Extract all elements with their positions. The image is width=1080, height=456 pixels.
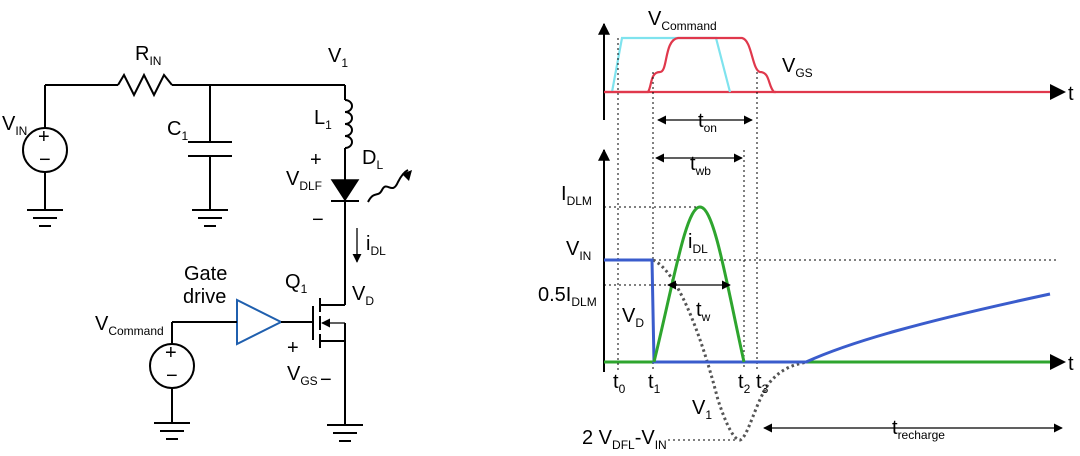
- top-time-label: t: [1068, 83, 1074, 105]
- label-t1: t1: [648, 371, 661, 396]
- vcommand-source-plus: +: [165, 342, 177, 364]
- vdlf-minus: −: [312, 209, 324, 231]
- ground-c1: [192, 209, 228, 227]
- vin-source-plus: +: [38, 126, 50, 148]
- label-idl-circuit: iDL: [366, 233, 386, 258]
- label-ton: ton: [698, 110, 717, 135]
- label-vin-level: VIN: [566, 238, 591, 263]
- label-vd-node: VD: [352, 283, 374, 308]
- resistor-rin: [117, 72, 173, 98]
- mosfet-q1: [312, 298, 346, 425]
- label-vd-trace: VD: [622, 305, 644, 330]
- capacitor-c1: [188, 85, 232, 210]
- label-vgs-circuit: VGS: [287, 363, 318, 388]
- label-drive: drive: [183, 286, 226, 308]
- light-emission-icon: [367, 169, 409, 203]
- vgs-minus: −: [320, 369, 332, 391]
- label-c1: C1: [167, 118, 188, 143]
- vin-source: + −: [22, 85, 68, 210]
- vgs-trace: [604, 36, 776, 94]
- label-tw: tw: [696, 299, 711, 324]
- label-trecharge: trecharge: [892, 417, 945, 442]
- inductor-l1: [344, 99, 353, 149]
- vcommand-trace: [610, 36, 732, 93]
- label-vcommand-trace: VCommand: [648, 8, 717, 33]
- vdlf-plus: +: [310, 149, 322, 171]
- label-t2: t2: [738, 371, 751, 396]
- bottom-time-label: t: [1068, 353, 1074, 375]
- label-dl: DL: [362, 147, 383, 172]
- label-vdlf: VDLF: [286, 168, 322, 193]
- label-v1-trace: V1: [692, 397, 712, 422]
- label-vin: VIN: [2, 113, 27, 138]
- timing-diagram: t VCommand VGS ton t twb: [538, 8, 1074, 452]
- vcommand-source-minus: −: [166, 365, 178, 387]
- label-vgs-trace: VGS: [782, 55, 813, 80]
- label-t3: t3: [756, 371, 769, 396]
- light-emission-arrowhead: [402, 170, 412, 181]
- led-dl: [330, 179, 360, 202]
- vgs-plus: +: [287, 337, 299, 359]
- label-half-idlm: 0.5IDLM: [538, 284, 597, 309]
- ground-mosfet: [327, 424, 363, 442]
- ground-vin: [27, 209, 63, 227]
- label-2vdfl-vin: 2 VDFL-VIN: [582, 427, 667, 452]
- label-q1: Q1: [285, 271, 308, 296]
- vcommand-source: + −: [149, 322, 195, 423]
- label-t0: t0: [613, 371, 626, 396]
- label-v1-node: V1: [328, 45, 348, 70]
- vin-source-minus: −: [39, 149, 51, 171]
- vd-voltage-trace: [604, 258, 1051, 364]
- top-time-arrowhead: [1050, 84, 1066, 100]
- bottom-time-arrowhead: [1050, 354, 1066, 370]
- ground-vcommand: [154, 422, 190, 440]
- label-l1: L1: [314, 107, 332, 132]
- label-idlm: IDLM: [561, 183, 592, 208]
- gate-drive-buffer: [236, 298, 284, 346]
- label-gate: Gate: [184, 263, 227, 285]
- idl-current-trace: [652, 205, 746, 363]
- label-rin: RIN: [135, 43, 161, 68]
- label-vcommand-circuit: VCommand: [95, 313, 164, 338]
- label-idl-trace: iDL: [688, 231, 708, 256]
- circuit-schematic: + − VIN RIN C1 V1: [2, 43, 412, 442]
- label-twb: twb: [690, 153, 711, 178]
- v1-voltage-trace: [652, 258, 809, 442]
